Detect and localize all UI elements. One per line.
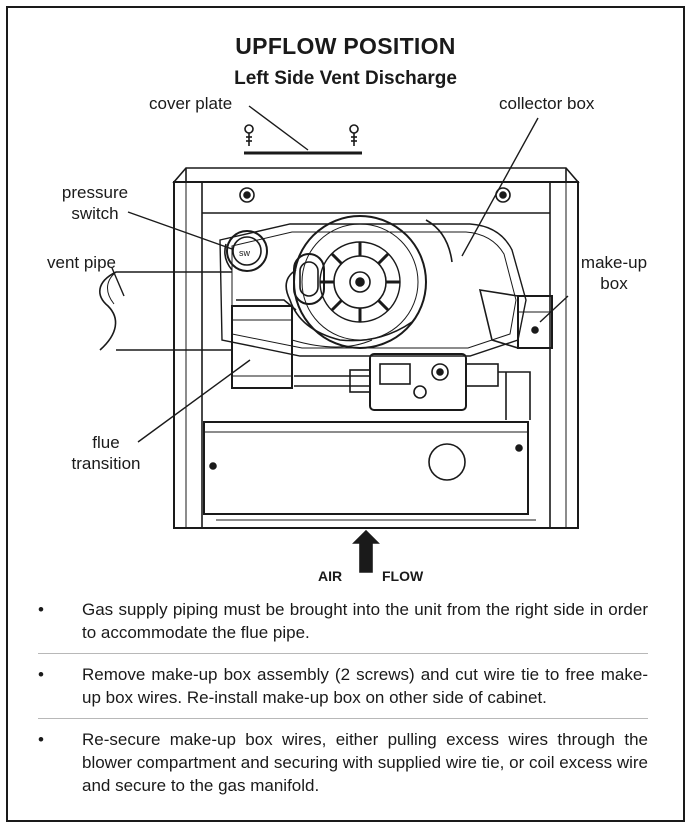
diagram-frame: [6, 6, 685, 822]
cabinet-screws: [239, 187, 511, 203]
notes-list: • Gas supply piping must be brought into…: [38, 598, 648, 806]
callout-makeup-box: make-up box: [574, 252, 654, 294]
callout-flue-transition: flue transition: [56, 432, 156, 474]
svg-text:sw: sw: [239, 248, 251, 258]
note-item: • Re-secure make-up box wires, either pu…: [38, 728, 648, 797]
flue-transition-shape: [231, 299, 373, 389]
note-item: • Gas supply piping must be brought into…: [38, 598, 648, 644]
cabinet-body: [173, 181, 579, 529]
note-bullet: •: [38, 600, 44, 619]
note-divider: [38, 653, 648, 654]
gas-valve-shape: [294, 353, 531, 420]
callout-flue-transition-line1: flue: [92, 433, 120, 452]
note-text: Re-secure make-up box wires, either pull…: [82, 730, 648, 795]
page-title: UPFLOW POSITION: [235, 33, 456, 59]
collector-box-shape: [219, 223, 527, 357]
callout-cover-plate: cover plate: [149, 94, 233, 113]
cabinet-top: [172, 167, 580, 183]
note-bullet: •: [38, 730, 44, 749]
cover-plate-shape: [244, 124, 362, 155]
airflow-label-flow: FLOW: [382, 568, 424, 584]
callout-leaders: [111, 105, 569, 443]
callout-flue-transition-line2: transition: [71, 454, 141, 473]
makeup-box-shape: [478, 289, 553, 350]
control-box-shape: [203, 421, 529, 515]
callout-makeup-box-line1: make-up: [580, 253, 648, 272]
callout-pressure-switch-line2: switch: [71, 204, 119, 223]
vent-pipe-shape: [99, 271, 232, 351]
note-text: Remove make-up box assembly (2 screws) a…: [82, 665, 648, 707]
airflow-label-air: AIR: [318, 568, 343, 584]
callout-vent-pipe: vent pipe: [47, 253, 116, 272]
callout-pressure-switch: pressure switch: [40, 182, 150, 224]
note-text: Gas supply piping must be brought into t…: [82, 600, 648, 642]
callout-collector-box: collector box: [499, 94, 595, 113]
airflow-arrow: [352, 529, 380, 573]
page-subtitle: Left Side Vent Discharge: [234, 68, 457, 89]
inducer-blower: [285, 215, 453, 349]
callout-pressure-switch-line1: pressure: [61, 183, 129, 202]
note-item: • Remove make-up box assembly (2 screws)…: [38, 663, 648, 709]
callout-makeup-box-line2: box: [600, 274, 628, 293]
note-bullet: •: [38, 665, 44, 684]
note-divider: [38, 718, 648, 719]
